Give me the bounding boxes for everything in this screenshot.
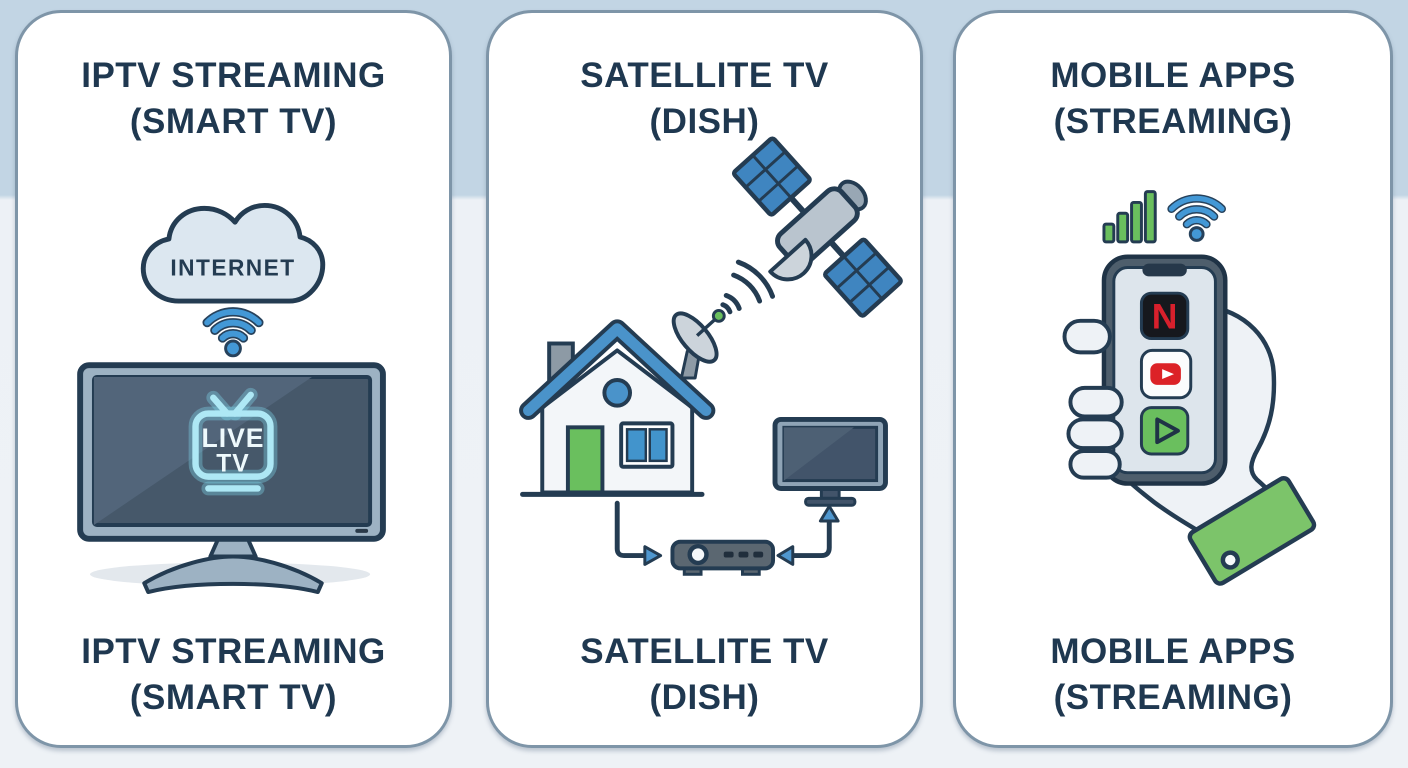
panel-iptv-title-line2: (SMART TV)	[129, 102, 338, 141]
smart-tv-icon: LIVE TV	[77, 362, 386, 595]
dish-feed-dot	[711, 308, 726, 323]
door	[565, 425, 605, 495]
panel-mobile-title-line2: (STREAMING)	[1053, 102, 1293, 141]
arrow-left	[776, 545, 795, 566]
phone-notch	[1142, 263, 1187, 277]
signal-waves	[720, 259, 776, 315]
youtube-app-icon	[1139, 348, 1193, 400]
thumb	[1062, 318, 1112, 355]
rooftop-dish-icon	[671, 308, 726, 380]
panel-satellite-tv: SATELLITE TV (DISH)	[486, 10, 923, 748]
panel-iptv-streaming: IPTV STREAMING (SMART TV) INTERNET	[15, 10, 452, 748]
mobile-illustration: N	[1062, 190, 1317, 586]
cuff-button	[1220, 550, 1240, 570]
panel-mobile-title-line1: MOBILE APPS	[1050, 56, 1296, 95]
streaming-play-app-icon	[1139, 406, 1190, 456]
roof	[523, 323, 712, 416]
finger	[1068, 449, 1122, 480]
satellite-icon	[731, 136, 903, 318]
round-window	[602, 378, 633, 408]
set-top-box-icon	[670, 539, 776, 576]
panel-iptv-title: IPTV STREAMING (SMART TV)	[18, 53, 449, 145]
panel-mobile-apps: MOBILE APPS (STREAMING)	[953, 10, 1393, 748]
panel-satellite-title: SATELLITE TV (DISH)	[489, 53, 920, 145]
netflix-letter: N	[1152, 297, 1178, 337]
finger	[1066, 417, 1124, 451]
smartphone-icon: N	[1101, 254, 1228, 486]
panel-iptv-caption-line1: IPTV STREAMING	[81, 632, 386, 671]
panel-satellite-caption: SATELLITE TV (DISH)	[489, 629, 920, 721]
house-icon	[519, 308, 726, 497]
sleeve	[1187, 476, 1317, 586]
solar-panel	[731, 136, 812, 217]
panel-satellite-caption-line2: (DISH)	[649, 678, 760, 717]
iptv-illustration: INTERNET	[77, 202, 386, 595]
panel-satellite-title-line2: (DISH)	[649, 102, 760, 141]
live-tv-logo: LIVE TV	[188, 387, 278, 496]
panel-mobile-caption-line2: (STREAMING)	[1053, 678, 1293, 717]
panel-satellite-caption-line1: SATELLITE TV	[580, 632, 829, 671]
panel-satellite-title-line1: SATELLITE TV	[580, 56, 829, 95]
internet-cloud-icon: INTERNET	[140, 202, 326, 304]
play-triangle	[1155, 417, 1180, 445]
finger	[1068, 385, 1124, 419]
live-tv-text-line2: TV	[216, 451, 249, 478]
panel-mobile-caption: MOBILE APPS (STREAMING)	[956, 629, 1390, 721]
satellite-dish	[768, 237, 814, 282]
tv-icon	[772, 416, 888, 507]
satellite-illustration	[519, 136, 903, 576]
window	[619, 421, 675, 469]
cable-box-to-tv	[776, 504, 840, 566]
cable-house-to-box	[614, 500, 663, 566]
wifi-icon	[202, 307, 264, 358]
panel-mobile-caption-line1: MOBILE APPS	[1050, 632, 1296, 671]
panel-mobile-title: MOBILE APPS (STREAMING)	[956, 53, 1390, 145]
hand-fingers	[1062, 318, 1124, 480]
panel-iptv-caption-line2: (SMART TV)	[129, 678, 338, 717]
signal-bars-icon	[1102, 190, 1157, 244]
solar-panel	[823, 237, 903, 318]
arrow-right	[643, 545, 663, 566]
wifi-icon	[1167, 194, 1227, 242]
tv-stand	[142, 554, 324, 595]
play-triangle	[1162, 369, 1174, 379]
cloud-label: INTERNET	[170, 254, 295, 280]
netflix-app-icon: N	[1139, 291, 1190, 341]
panel-iptv-caption: IPTV STREAMING (SMART TV)	[18, 629, 449, 721]
panel-iptv-title-line1: IPTV STREAMING	[81, 56, 386, 95]
arrow-up	[818, 504, 840, 523]
live-tv-text-line1: LIVE	[201, 423, 264, 453]
